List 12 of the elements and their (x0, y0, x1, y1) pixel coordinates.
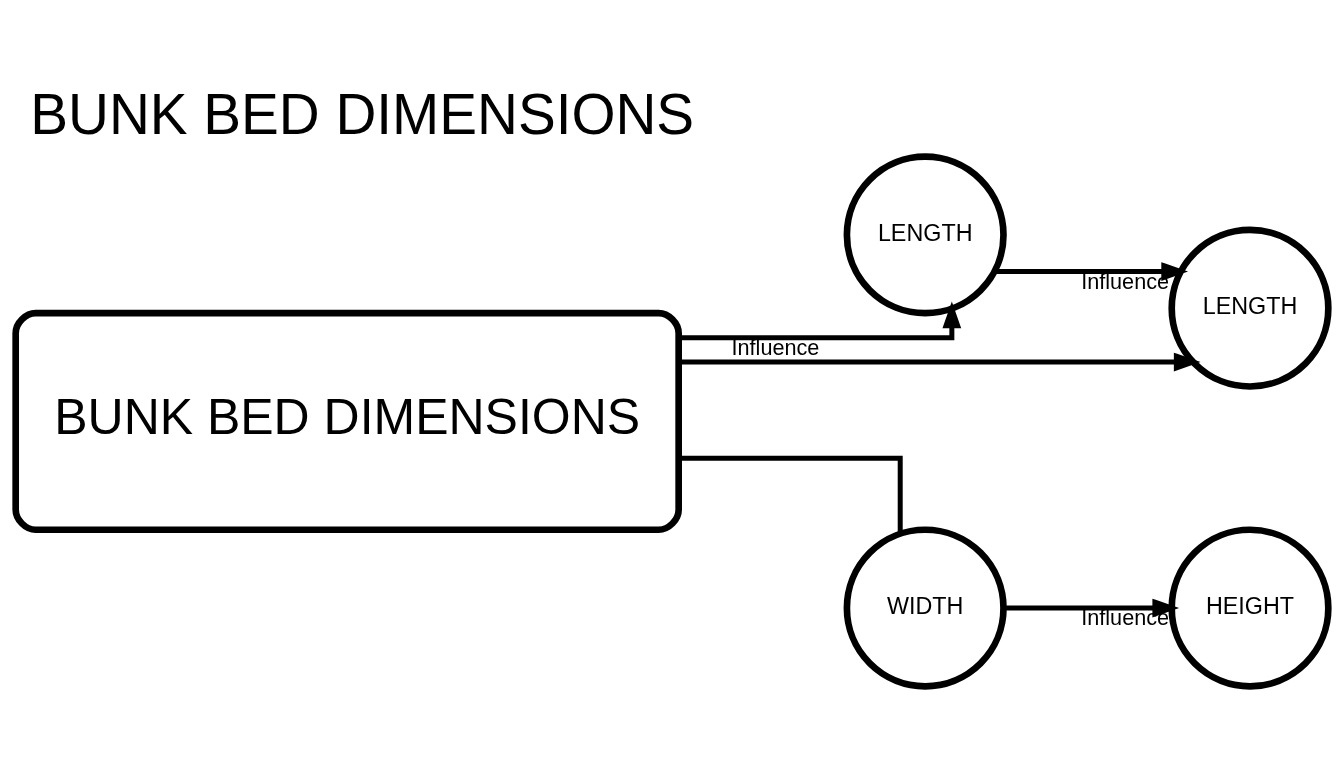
edge-label: Influence (731, 334, 820, 360)
arrow (1003, 598, 1180, 618)
edge-label: Influence (1081, 268, 1170, 294)
node-circle: WIDTH (843, 526, 1007, 690)
edge-label: Influence (1081, 605, 1170, 631)
node-circle: LENGTH (1168, 226, 1332, 390)
connector (679, 455, 903, 534)
arrow (994, 262, 1189, 281)
diagram-title: BUNK BED DIMENSIONS (30, 82, 695, 146)
node-box: BUNK BED DIMENSIONS (12, 309, 682, 534)
node-circle: LENGTH (843, 153, 1007, 317)
node-circle: HEIGHT (1168, 526, 1332, 690)
